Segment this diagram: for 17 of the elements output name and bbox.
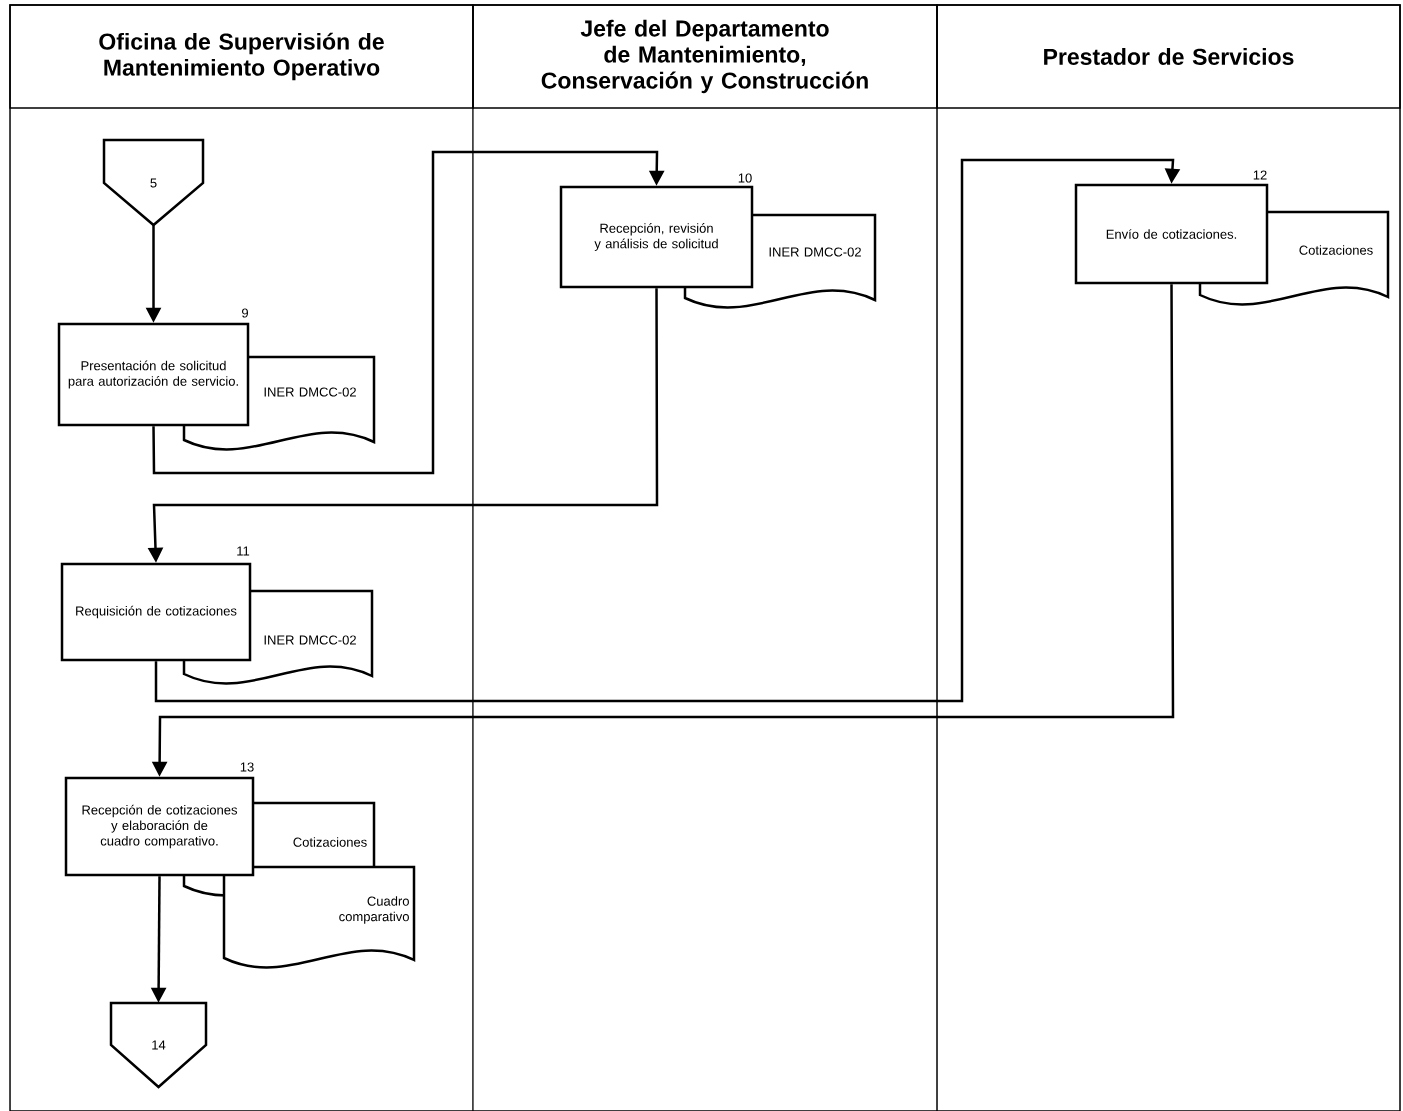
off-page-connector: 5 (102, 138, 205, 227)
step-number: 13 (240, 762, 254, 772)
process-box: Envío de cotizaciones. (1074, 183, 1269, 285)
process-box: Presentación de solicitud para autorización de servicio. (57, 322, 250, 427)
step-number: 10 (738, 173, 752, 183)
lane-header: Oficina de Supervisión de Mantenimiento Operativo (9, 4, 474, 109)
process-box: Recepción, revisión y análisis de solicitud (559, 185, 754, 289)
arrow (154, 158, 1181, 703)
process-box: Requisición de cotizaciones (60, 562, 252, 662)
lane-header: Jefe del Departamento de Mantenimiento, Conservación y Construcción (472, 4, 938, 109)
lane-header: Prestador de Servicios (936, 4, 1401, 109)
arrow (152, 150, 665, 475)
off-page-connector: 14 (109, 1001, 208, 1089)
step-number: 9 (242, 308, 248, 318)
step-number: 11 (237, 546, 250, 556)
process-box: Recepción de cotizaciones y elaboración de cuadro comparativo. (64, 776, 255, 877)
step-number: 12 (1253, 170, 1267, 180)
